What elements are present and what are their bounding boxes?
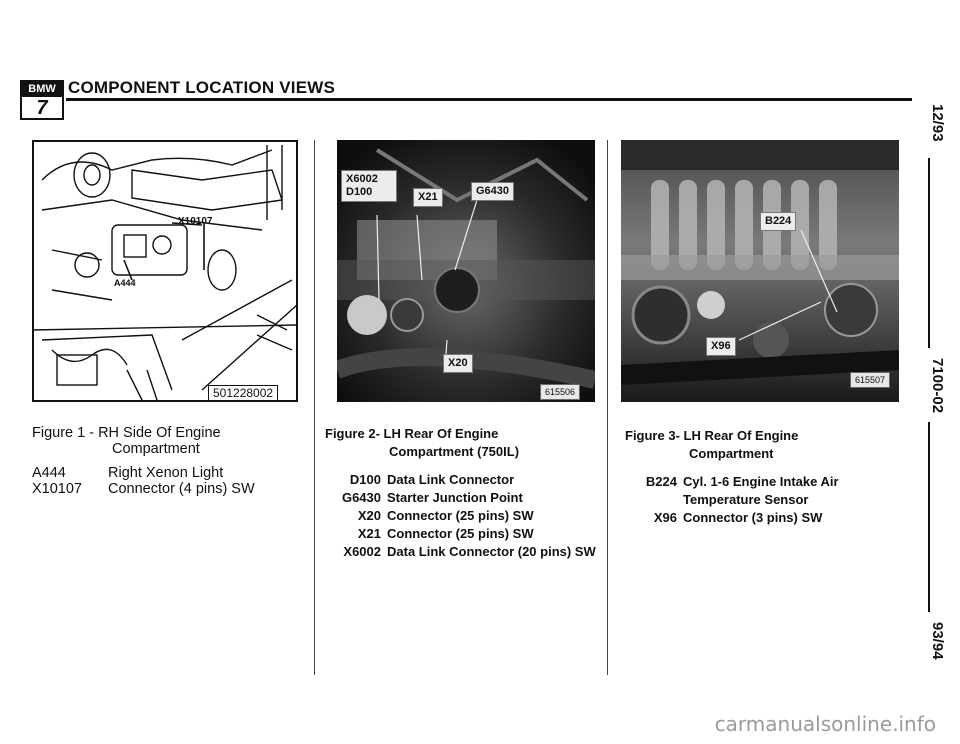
figure2-callout-x21: X21: [413, 188, 443, 207]
column-divider-1: [314, 140, 315, 675]
figure3-item-desc-cont: Temperature Sensor: [683, 492, 809, 507]
figure1-caption-subtitle: Compartment: [112, 441, 200, 457]
watermark: carmanualsonline.info: [714, 712, 936, 736]
logo-brand: BMW: [22, 82, 62, 97]
bmw-7-logo: BMW 7: [20, 80, 64, 120]
figure1-image-id: 501228002: [208, 385, 279, 401]
figure2-image-id: 615506: [540, 384, 581, 400]
figure2-item: D100 Data Link Connector: [325, 471, 610, 489]
page-title: COMPONENT LOCATION VIEWS: [68, 78, 336, 97]
figure1-caption: Figure 1 - RH Side Of Engine Compartment…: [32, 425, 302, 497]
figure1-item-desc: Right Xenon Light: [108, 465, 224, 481]
figure2-item-desc: Starter Junction Point: [387, 490, 523, 505]
figure1-callout-a444: A444: [114, 278, 136, 288]
side-page-number: 7100-02: [929, 358, 946, 414]
figure3-caption: Figure 3- LH Rear Of Engine Compartment …: [625, 427, 915, 527]
figure2-caption: Figure 2- LH Rear Of Engine Compartment …: [325, 425, 610, 561]
figure2-callout-x20: X20: [443, 354, 473, 373]
figure3-callout-x96: X96: [706, 337, 736, 356]
figure2-item-code: X20: [357, 508, 381, 523]
figure2-item-desc: Data Link Connector: [387, 472, 515, 487]
figure2-callout-x6002-d100: X6002 D100: [341, 170, 397, 202]
figure2-item-code: D100: [349, 472, 381, 487]
figure2-item-desc: Connector (25 pins) SW: [387, 508, 534, 523]
figure3-item-code: X96: [653, 510, 677, 525]
side-rule: [928, 422, 930, 612]
figure3-item-desc: Connector (3 pins) SW: [683, 510, 823, 525]
figure3-caption-subtitle: Compartment: [689, 446, 774, 461]
figure3-item-code: B224: [645, 474, 677, 489]
figure2-item: X20 Connector (25 pins) SW: [325, 507, 610, 525]
figure2-item-code: G6430: [341, 490, 381, 505]
figure3-item: B224 Cyl. 1-6 Engine Intake Air: [625, 473, 915, 491]
figure2-caption-subtitle: Compartment (750IL): [389, 444, 520, 459]
figure1-item: A444 Right Xenon Light: [32, 465, 302, 481]
figure3-photo: [621, 140, 899, 402]
figure2-item: G6430 Starter Junction Point: [325, 489, 610, 507]
figure3-caption-title: Figure 3- LH Rear Of Engine: [625, 428, 799, 443]
figure1-caption-title: Figure 1 - RH Side Of Engine: [32, 425, 221, 441]
figure3-image-id: 615507: [850, 372, 891, 388]
figure2-callout-g6430: G6430: [471, 182, 515, 201]
figure2-callout-x6002: X6002: [346, 173, 378, 185]
figure1-item: X10107 Connector (4 pins) SW: [32, 481, 302, 497]
figure3-callout-b224: B224: [760, 212, 797, 231]
figure3-item: X96 Connector (3 pins) SW: [625, 509, 915, 527]
figure2-callout-d100: D100: [346, 186, 373, 198]
figure1-callout-x10107: X10107: [178, 216, 213, 227]
figure2-item: X21 Connector (25 pins) SW: [325, 525, 610, 543]
figure1-item-desc: Connector (4 pins) SW: [108, 481, 255, 497]
column-divider-2: [607, 140, 608, 675]
figure2-item-desc: Connector (25 pins) SW: [387, 526, 534, 541]
logo-number: 7: [36, 97, 48, 119]
figure2-item-code: X21: [357, 526, 381, 541]
figure2-item-desc: Data Link Connector (20 pins) SW: [387, 544, 596, 559]
side-model-years: 93/94: [929, 622, 946, 660]
figure1-item-code: X10107: [32, 481, 82, 497]
figure2-item: X6002 Data Link Connector (20 pins) SW: [325, 543, 610, 561]
figure1-item-code: A444: [32, 465, 66, 481]
figure2-caption-title: Figure 2- LH Rear Of Engine: [325, 426, 499, 441]
figure3-item-desc: Cyl. 1-6 Engine Intake Air: [683, 474, 839, 489]
figure1-illustration: [32, 140, 298, 402]
header-rule: [66, 98, 912, 101]
side-date: 12/93: [929, 104, 946, 142]
side-rule: [928, 158, 930, 348]
figure2-item-code: X6002: [343, 544, 381, 559]
